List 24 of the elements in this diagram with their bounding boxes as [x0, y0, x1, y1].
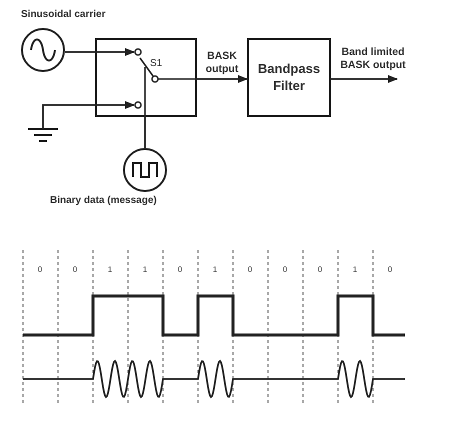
- bit-value: 0: [282, 265, 288, 274]
- bit-value: 0: [318, 265, 322, 274]
- bit-value: 0: [72, 265, 78, 274]
- bit-value: 0: [248, 265, 252, 274]
- bit-value: 1: [142, 265, 148, 274]
- bit-value: 1: [108, 265, 112, 274]
- sine-source: [21, 28, 65, 72]
- switch-label: S1: [150, 58, 162, 69]
- switch-box: [95, 38, 197, 117]
- connector-arrow: [197, 75, 248, 83]
- bit-value: 0: [388, 265, 392, 274]
- source-label: Binary data (message): [50, 195, 157, 206]
- bit-value: 0: [178, 265, 182, 274]
- connector-arrow: [65, 48, 135, 56]
- filter-box: [247, 38, 331, 117]
- bit-value: 1: [352, 265, 358, 274]
- connector-arrow: [42, 101, 135, 128]
- bit-value: 1: [212, 265, 218, 274]
- ground-symbol: [27, 128, 59, 142]
- box-label: Bandpass Filter: [256, 60, 322, 94]
- pulse-source: [123, 148, 167, 192]
- connector-arrow: [331, 75, 398, 83]
- source-label: Sinusoidal carrier: [21, 9, 106, 20]
- bit-value: 0: [38, 265, 42, 274]
